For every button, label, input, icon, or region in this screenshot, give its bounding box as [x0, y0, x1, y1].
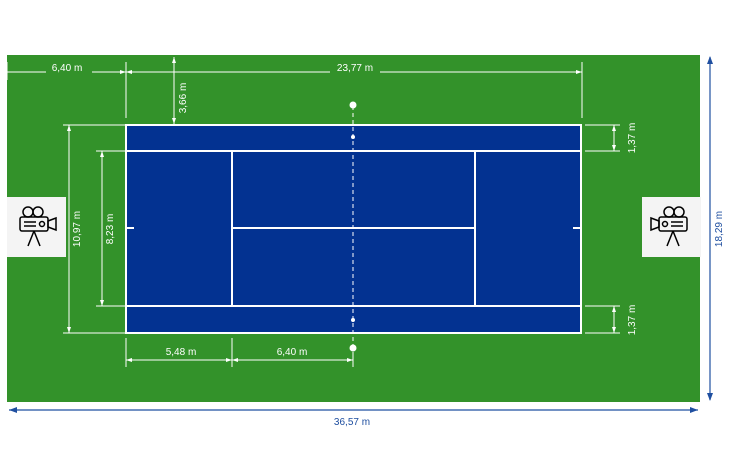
dim-court-length: 23,77 m: [337, 63, 373, 74]
dimension-singles-width: [96, 150, 126, 307]
dimension-alley-bottom: [585, 305, 620, 334]
dim-singles-width: 8,23 m: [105, 214, 116, 245]
dimension-top: [6, 62, 583, 118]
dim-service-to-net: 6,40 m: [277, 347, 308, 358]
camera-box-left: [7, 197, 66, 257]
dim-side-runoff: 3,66 m: [178, 83, 189, 114]
video-camera-icon: [650, 206, 688, 247]
dimension-side-runoff: [172, 57, 176, 124]
net-post-bottom: [349, 344, 357, 352]
dim-total-width: 18,29 m: [714, 211, 725, 247]
dimension-doubles-width: [63, 124, 126, 334]
singles-stick-bottom: [351, 318, 355, 322]
video-camera-icon: [19, 206, 57, 247]
dim-doubles-width: 10,97 m: [72, 211, 83, 247]
dim-baseline-to-service: 5,48 m: [166, 347, 197, 358]
dimension-total-width: [707, 56, 713, 401]
dimension-service-areas: [125, 338, 354, 367]
net-post-top: [349, 101, 357, 109]
dimension-total-length: [9, 407, 698, 413]
dim-alley-top: 1,37 m: [627, 123, 638, 154]
singles-stick-top: [351, 135, 355, 139]
dim-alley-bottom: 1,37 m: [627, 305, 638, 336]
dim-total-length: 36,57 m: [334, 417, 370, 428]
dimension-alley-top: [585, 124, 620, 152]
dim-back-runoff: 6,40 m: [52, 63, 83, 74]
